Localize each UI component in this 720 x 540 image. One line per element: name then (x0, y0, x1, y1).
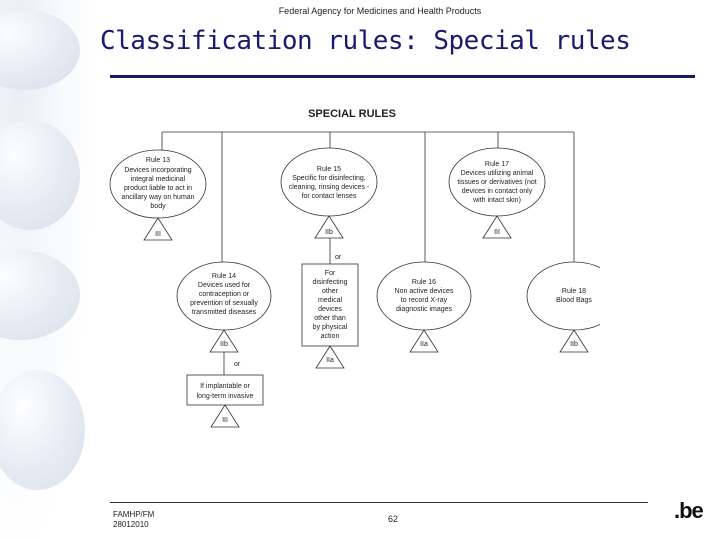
disinfect-class: IIa (326, 357, 334, 364)
rule16-text-2: to record X-ray (401, 297, 448, 304)
rule16-class-triangle (409, 329, 439, 353)
decorative-pill-background (0, 0, 92, 540)
diagram-heading: SPECIAL RULES (308, 108, 396, 120)
be-logo: .be (674, 498, 704, 523)
disinfect-text-8: action (321, 333, 340, 340)
disinfect-text-6: other than (314, 315, 346, 322)
rule16-ellipse (376, 261, 472, 331)
rule14-label: Rule 14 (212, 273, 236, 280)
page-number: 62 (388, 514, 399, 524)
rule16-label: Rule 16 (412, 279, 436, 286)
implant-class: III (222, 417, 228, 424)
rule15-or-label: or (335, 254, 342, 261)
disinfect-text-2: disinfecting (312, 279, 347, 286)
diagram-canvas: SPECIAL RULES Rule 13 Devices incorporat… (109, 108, 622, 428)
rule17-label: Rule 17 (485, 161, 509, 168)
rule17-text-4: with intact skin) (472, 197, 521, 204)
rule13-text-2: integral medicinal (131, 176, 186, 183)
rule15-ellipse (280, 147, 378, 217)
rule15-class-triangle (314, 215, 344, 239)
rule18-label: Rule 18 (562, 288, 586, 295)
footer-divider (110, 502, 648, 503)
rule16-text-3: diagnostic images (396, 306, 453, 313)
disinfect-text-5: devices (318, 306, 342, 313)
rule18-text-1: Blood Bags (556, 297, 592, 304)
special-rules-diagram: SPECIAL RULES Rule 13 Devices incorporat… (100, 100, 622, 435)
rule15-text-2: cleaning, rinsing devices - (289, 184, 370, 191)
header-org-name: Federal Agency for Medicines and Health … (278, 6, 482, 16)
rule13-text-1: Devices incorporating (124, 167, 191, 174)
disinfect-box (301, 263, 359, 347)
rule17-class: III (494, 229, 500, 236)
rule18-class: IIb (570, 341, 578, 348)
rule14-class: IIb (220, 341, 228, 348)
rule15-text-1: Specific for disinfecting, (292, 175, 366, 182)
rule13-text-5: body (150, 203, 166, 210)
title-underline (110, 75, 695, 78)
rule17-text-3: devices in contact only (462, 188, 533, 195)
rule14-or-label: or (234, 361, 241, 368)
disinfect-class-triangle (315, 345, 345, 369)
disinfect-text-4: medical (318, 297, 343, 304)
rule14-text-2: contraception or (199, 291, 250, 298)
disinfect-text-1: For (325, 270, 336, 277)
disinfect-text-7: by physical (313, 324, 348, 331)
footer-org: FAMHP/FM 28012010 (113, 510, 155, 529)
rule13-text-4: ancillary way on human (121, 194, 194, 201)
rule15-label: Rule 15 (317, 166, 341, 173)
implant-box (186, 374, 264, 406)
disinfect-text-3: other (322, 288, 339, 295)
rule15-text-3: for contact lenses (302, 193, 357, 200)
rule17-class-triangle (482, 215, 512, 239)
rule13-class: III (155, 231, 161, 238)
rule13-class-triangle (143, 217, 173, 241)
rule14-class-triangle (209, 329, 239, 353)
rule13-text-3: product liable to act in (124, 185, 192, 192)
rule14-text-1: Devices used for (198, 282, 251, 289)
rule18-class-triangle (559, 329, 589, 353)
rule17-text-2: tissues or derivatives (not (457, 179, 536, 186)
implant-text-1: If implantable or (200, 383, 250, 390)
implant-text-2: long-term invasive (197, 393, 254, 400)
rule13-label: Rule 13 (146, 157, 170, 164)
rule15-class: IIb (325, 229, 333, 236)
rule14-text-3: prevention of sexually (190, 300, 258, 307)
slide-title: Classification rules: Special rules (100, 26, 631, 56)
rule17-text-1: Devices utilizing animal (461, 170, 534, 177)
implant-class-triangle (210, 404, 240, 428)
rule16-text-1: Non active devices (395, 288, 454, 295)
rule18-ellipse (526, 261, 622, 331)
rule14-text-4: transmitted diseases (192, 309, 257, 316)
rule16-class: IIa (420, 341, 428, 348)
